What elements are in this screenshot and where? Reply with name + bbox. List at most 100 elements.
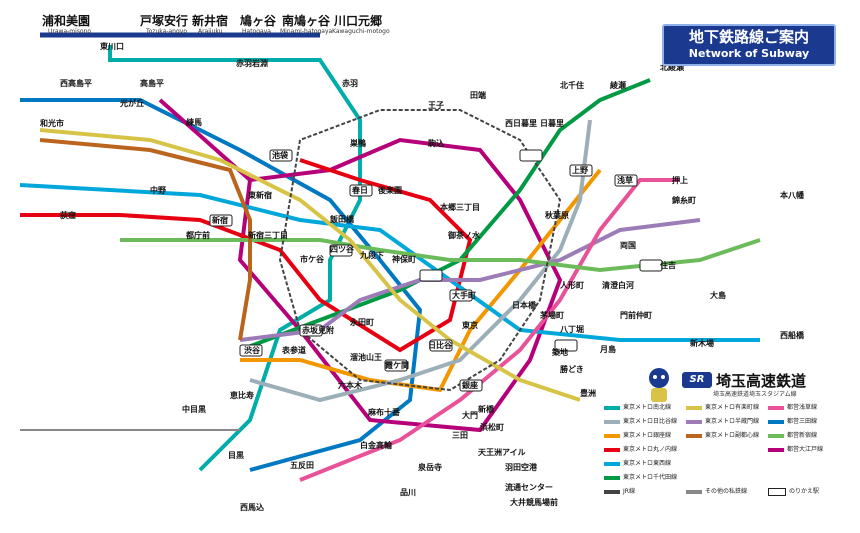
station-label: 門前仲町 xyxy=(620,310,652,320)
station-label: 麻布十番 xyxy=(367,407,401,417)
saitama-railway-name: 埼玉高速鉄道 xyxy=(716,370,806,391)
station-label: 人形町 xyxy=(560,280,584,290)
legend-swatch xyxy=(686,433,702,438)
station-label: 春日 xyxy=(352,185,368,195)
sr-logo: SR xyxy=(682,372,712,388)
station-label: 押上 xyxy=(672,175,688,185)
header-station-name: 南鳩ヶ谷 xyxy=(282,14,331,28)
station-label: 田端 xyxy=(470,90,486,100)
station-label: 都庁前 xyxy=(185,230,210,240)
legend-item: 東京メトロ千代田線 xyxy=(604,472,677,481)
legend-swatch xyxy=(604,489,620,494)
junction-marker xyxy=(269,149,293,162)
station-label: 永田町 xyxy=(349,317,374,327)
station-label: 泉岳寺 xyxy=(417,462,442,472)
station-label: 市ケ谷 xyxy=(300,254,325,264)
station-label: 溜池山王 xyxy=(350,352,382,362)
junction-marker xyxy=(209,214,233,227)
legend-label: 東京メトロ副都心線 xyxy=(705,432,760,439)
station-label: 日比谷 xyxy=(428,340,453,350)
junction-marker xyxy=(569,164,593,177)
legend-swatch xyxy=(604,461,620,466)
station-label: 五反田 xyxy=(290,460,314,470)
station-label: 恵比寿 xyxy=(230,390,254,400)
station-label: 八丁堀 xyxy=(559,324,584,334)
station-label: 両国 xyxy=(620,240,636,250)
station-label: 北綾瀬 xyxy=(660,62,684,72)
station-label: 月島 xyxy=(599,344,616,354)
legend-item: のりかえ駅 xyxy=(768,486,819,496)
legend-label: 東京メトロ銀座線 xyxy=(623,432,672,439)
station-label: 飯田橋 xyxy=(329,214,355,224)
junction-marker xyxy=(519,149,543,162)
station-label: 後楽園 xyxy=(378,185,402,195)
fukutoshin-line xyxy=(39,138,252,341)
legend-label: 東京メトロ丸ノ内線 xyxy=(623,446,678,453)
station-label: 表参道 xyxy=(281,345,306,355)
station-label: 羽田空港 xyxy=(505,462,538,472)
legend-swatch xyxy=(604,405,620,410)
station-label: 練馬 xyxy=(186,117,202,127)
station-label: 駒込 xyxy=(427,138,444,148)
legend-swatch xyxy=(768,447,784,452)
legend-item: 東京メトロ丸ノ内線 xyxy=(604,444,677,453)
station-label: 巣鴨 xyxy=(349,138,366,148)
header-station-romaji: Hatogaya xyxy=(242,28,271,35)
station-label: 豊洲 xyxy=(580,388,596,398)
station-label: 浅草 xyxy=(617,175,633,185)
station-label: 東川口 xyxy=(100,41,124,51)
legend-item: 東京メトロ銀座線 xyxy=(604,430,671,439)
junction-marker xyxy=(349,184,373,197)
mascot-icon xyxy=(642,364,676,404)
legend-label: 東京メトロ東西線 xyxy=(623,460,672,467)
header-station-name: 新井宿 xyxy=(192,14,229,28)
legend-label: 東京メトロ千代田線 xyxy=(623,474,678,481)
legend-swatch xyxy=(686,419,702,424)
station-label: 中目黒 xyxy=(182,404,206,414)
saitama-railway-name-text: 埼玉高速鉄道 xyxy=(716,372,807,390)
map-title: 地下鉄路線ご案内 Network of Subway xyxy=(662,24,836,66)
legend-swatch xyxy=(604,419,620,424)
station-label: 浜松町 xyxy=(480,422,504,432)
station-label: 中野 xyxy=(150,185,166,195)
junction-marker xyxy=(459,379,483,392)
legend-item: 都営浅草線 xyxy=(768,402,817,411)
station-label: 西高島平 xyxy=(60,78,92,88)
hibiya-line xyxy=(249,119,592,403)
junction-marker xyxy=(329,244,353,257)
legend-item: 東京メトロ東西線 xyxy=(604,458,671,467)
legend-label: 都営浅草線 xyxy=(787,404,818,411)
station-label: 西船橋 xyxy=(780,330,805,340)
legend-label: 都営三田線 xyxy=(787,418,818,425)
station-label: 品川 xyxy=(400,488,416,497)
yurakucho-line xyxy=(39,128,581,402)
station-labels: 東川口 赤羽岩淵 王子 駒込 巣鴨 池袋 春日 後楽園 飯田橋 市ケ谷 四ツ谷 … xyxy=(40,41,805,512)
mita-line xyxy=(20,98,423,472)
header-station-romaji: Araijuku xyxy=(198,28,223,35)
station-label: 赤羽 xyxy=(342,78,358,88)
oedo-line xyxy=(158,98,563,433)
legend-item: 東京メトロ副都心線 xyxy=(686,430,759,439)
station-label: 住吉 xyxy=(660,260,676,270)
station-label: 御茶ノ水 xyxy=(447,230,481,240)
marunouchi-line xyxy=(20,158,473,353)
header-station-name: 浦和美園 xyxy=(42,14,91,28)
station-label: 大島 xyxy=(710,290,726,300)
station-label: 銀座 xyxy=(461,380,478,390)
station-label: 綾瀬 xyxy=(610,80,626,90)
asakusa-line xyxy=(299,178,680,482)
header-station-name: 鳩ヶ谷 xyxy=(240,14,277,28)
legend-swatch xyxy=(604,433,620,438)
legend-label: 東京メトロ有楽町線 xyxy=(705,404,760,411)
station-label: 新宿三丁目 xyxy=(248,230,288,240)
station-label: 西馬込 xyxy=(240,502,264,512)
junction-marker xyxy=(449,289,473,302)
station-label: 新橋 xyxy=(478,404,495,414)
station-label: 渋谷 xyxy=(244,345,261,355)
station-label: 霞ケ関 xyxy=(385,360,409,370)
legend-swatch xyxy=(686,489,702,494)
station-label: 清澄白河 xyxy=(602,280,634,290)
legend-label: JR線 xyxy=(623,488,635,495)
station-label: 白金高輪 xyxy=(360,440,393,450)
